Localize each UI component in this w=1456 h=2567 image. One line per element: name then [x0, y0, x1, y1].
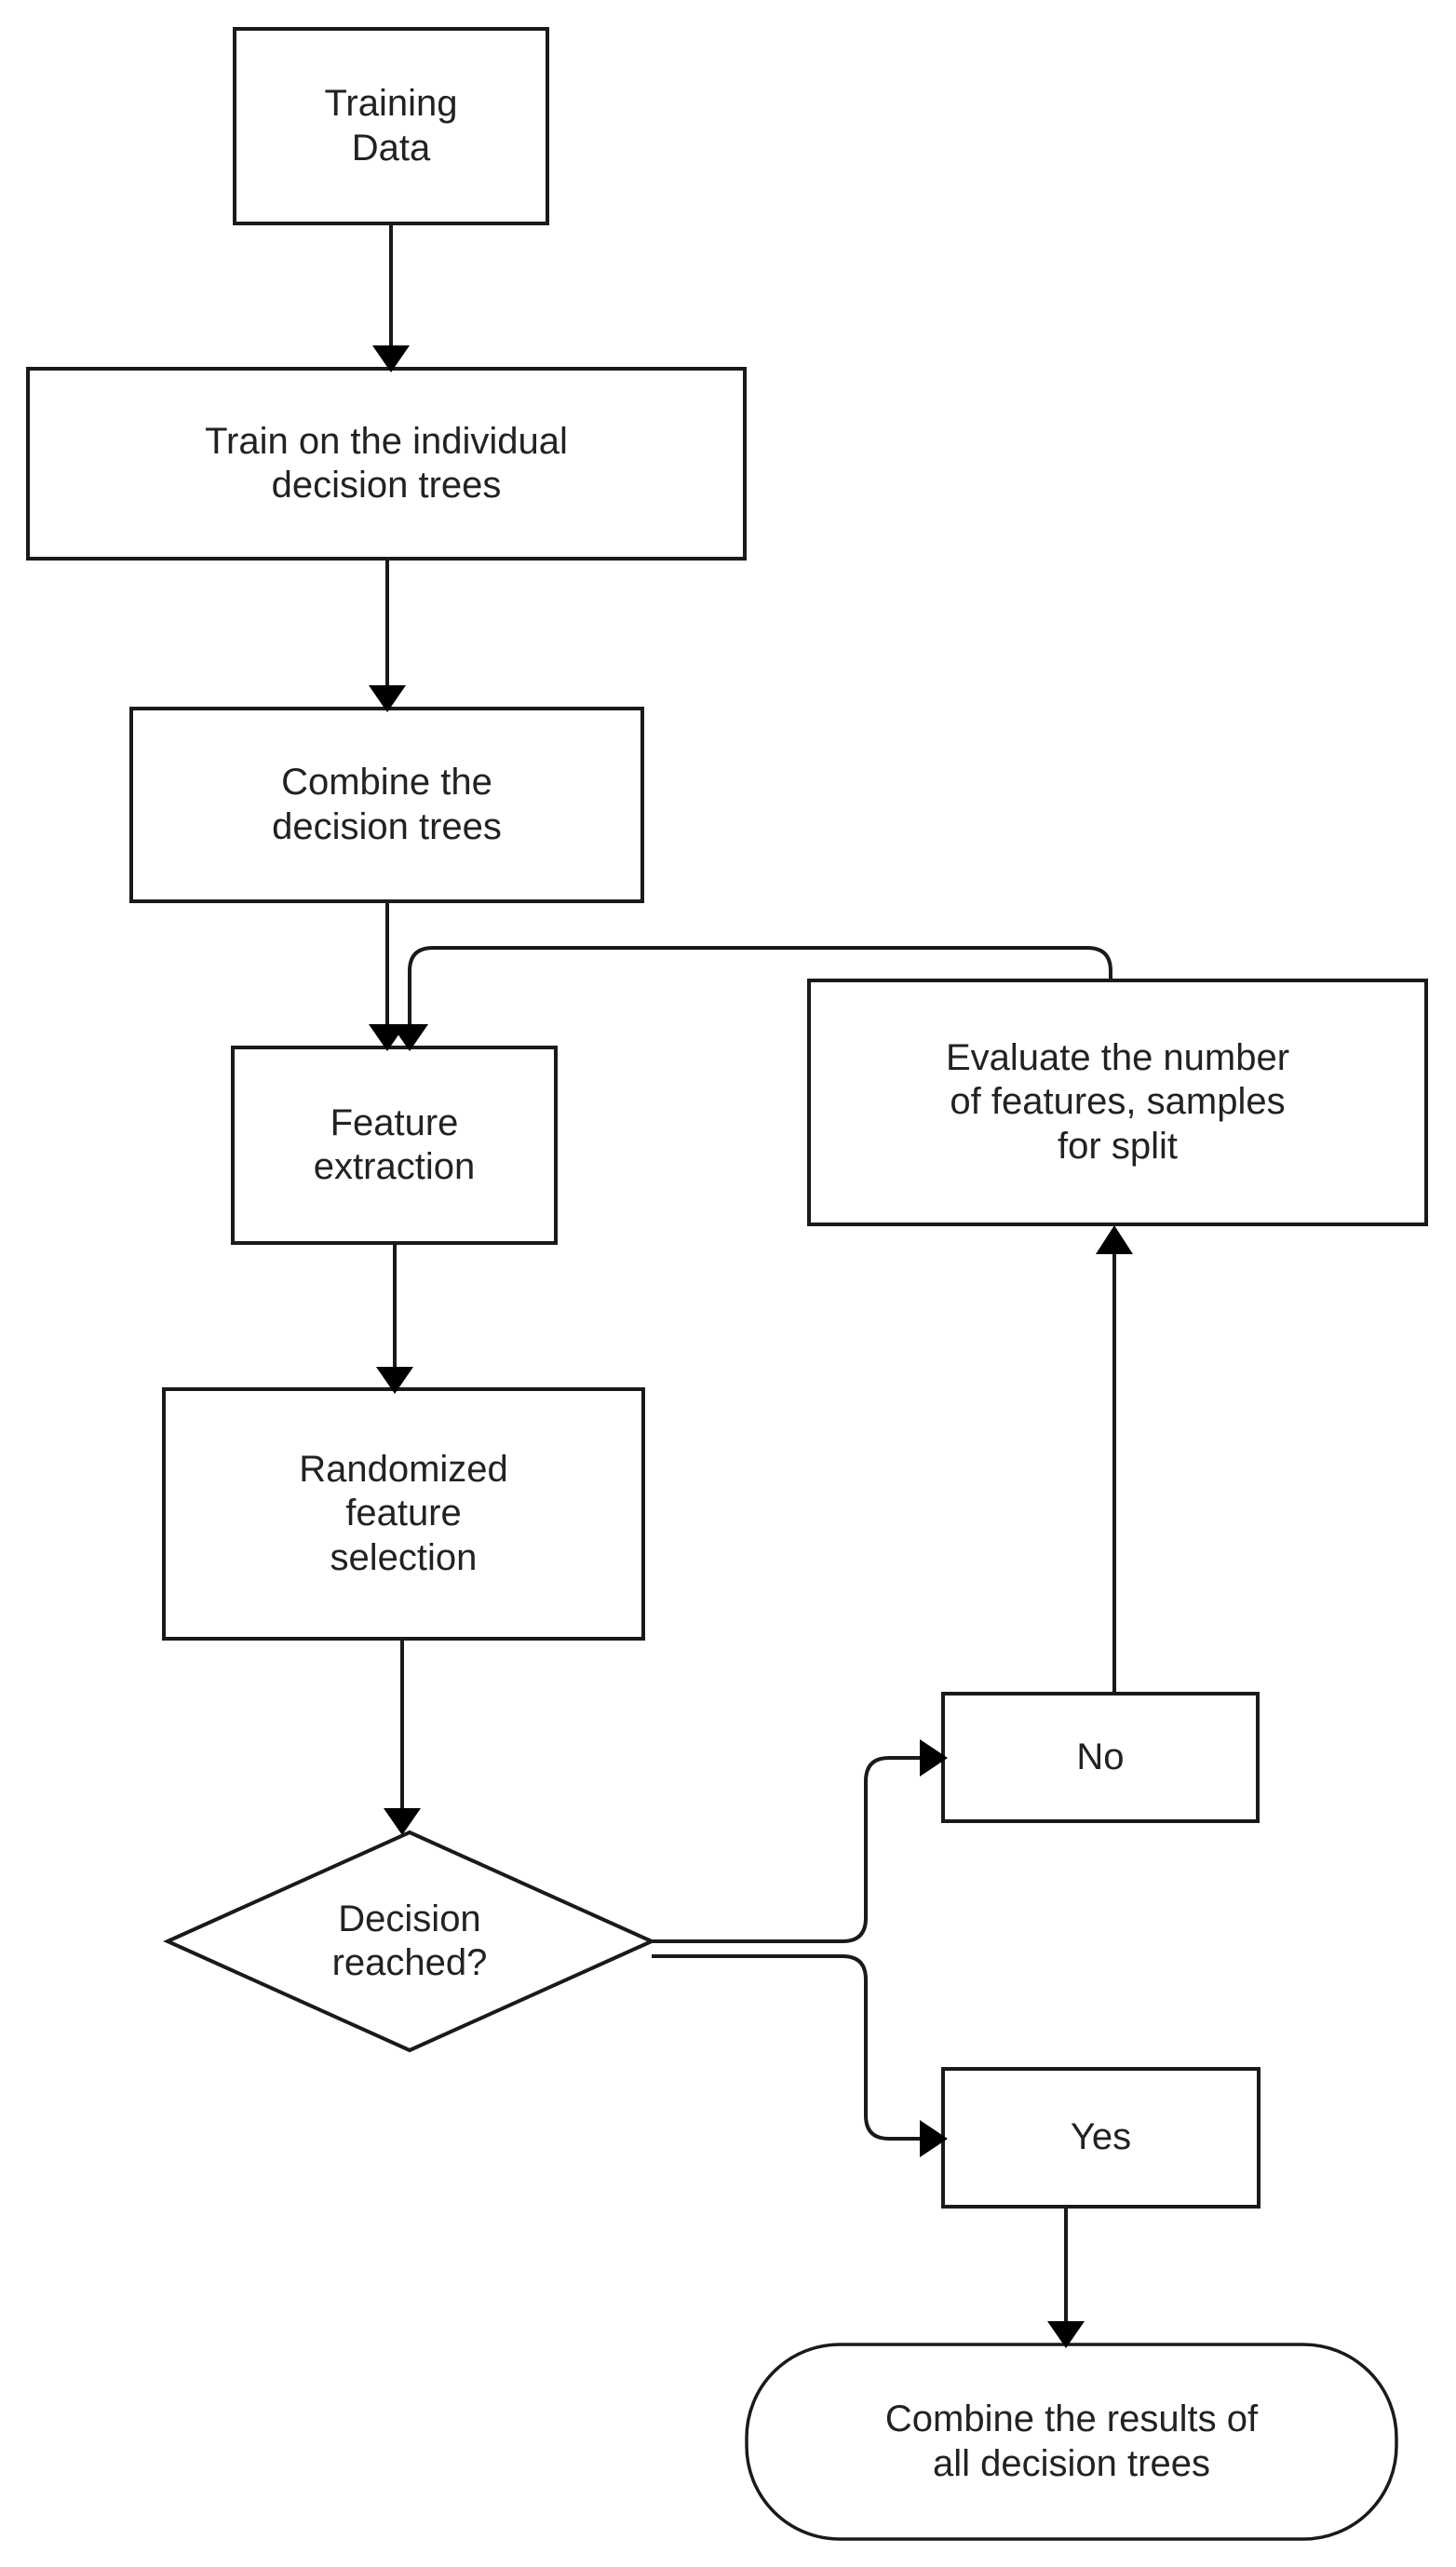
node-train-trees-shape[interactable]	[26, 367, 747, 561]
node-branch-yes-shape[interactable]	[941, 2067, 1261, 2209]
arrowhead-feature-to-randomized	[376, 1367, 413, 1394]
arrowhead-evaluate-to-feature	[391, 1024, 428, 1051]
arrowhead-no-to-evaluate	[1096, 1225, 1133, 1254]
edge-decision-to-no	[652, 1756, 922, 1943]
arrowhead-decision-to-no	[920, 1739, 948, 1777]
arrowhead-decision-to-yes	[920, 2120, 948, 2157]
node-branch-no-shape[interactable]	[941, 1692, 1260, 1823]
node-feature-extraction-shape[interactable]	[231, 1046, 558, 1245]
edge-decision-to-yes	[652, 1954, 922, 2141]
arrowhead-training-to-train	[372, 345, 410, 372]
node-training-data-shape[interactable]	[233, 27, 549, 225]
node-combine-results-shape[interactable]	[745, 2343, 1398, 2541]
arrowhead-randomized-to-decision	[384, 1808, 421, 1835]
node-evaluate-features-shape[interactable]	[807, 979, 1428, 1226]
arrowhead-yes-to-combine-results	[1047, 2321, 1085, 2348]
edge-evaluate-to-feature	[408, 946, 1112, 1026]
arrowhead-train-to-combine	[369, 685, 406, 712]
node-combine-trees-shape[interactable]	[129, 707, 644, 903]
node-randomized-selection-shape[interactable]	[162, 1387, 645, 1641]
node-decision-reached-shape[interactable]	[163, 1830, 656, 2053]
